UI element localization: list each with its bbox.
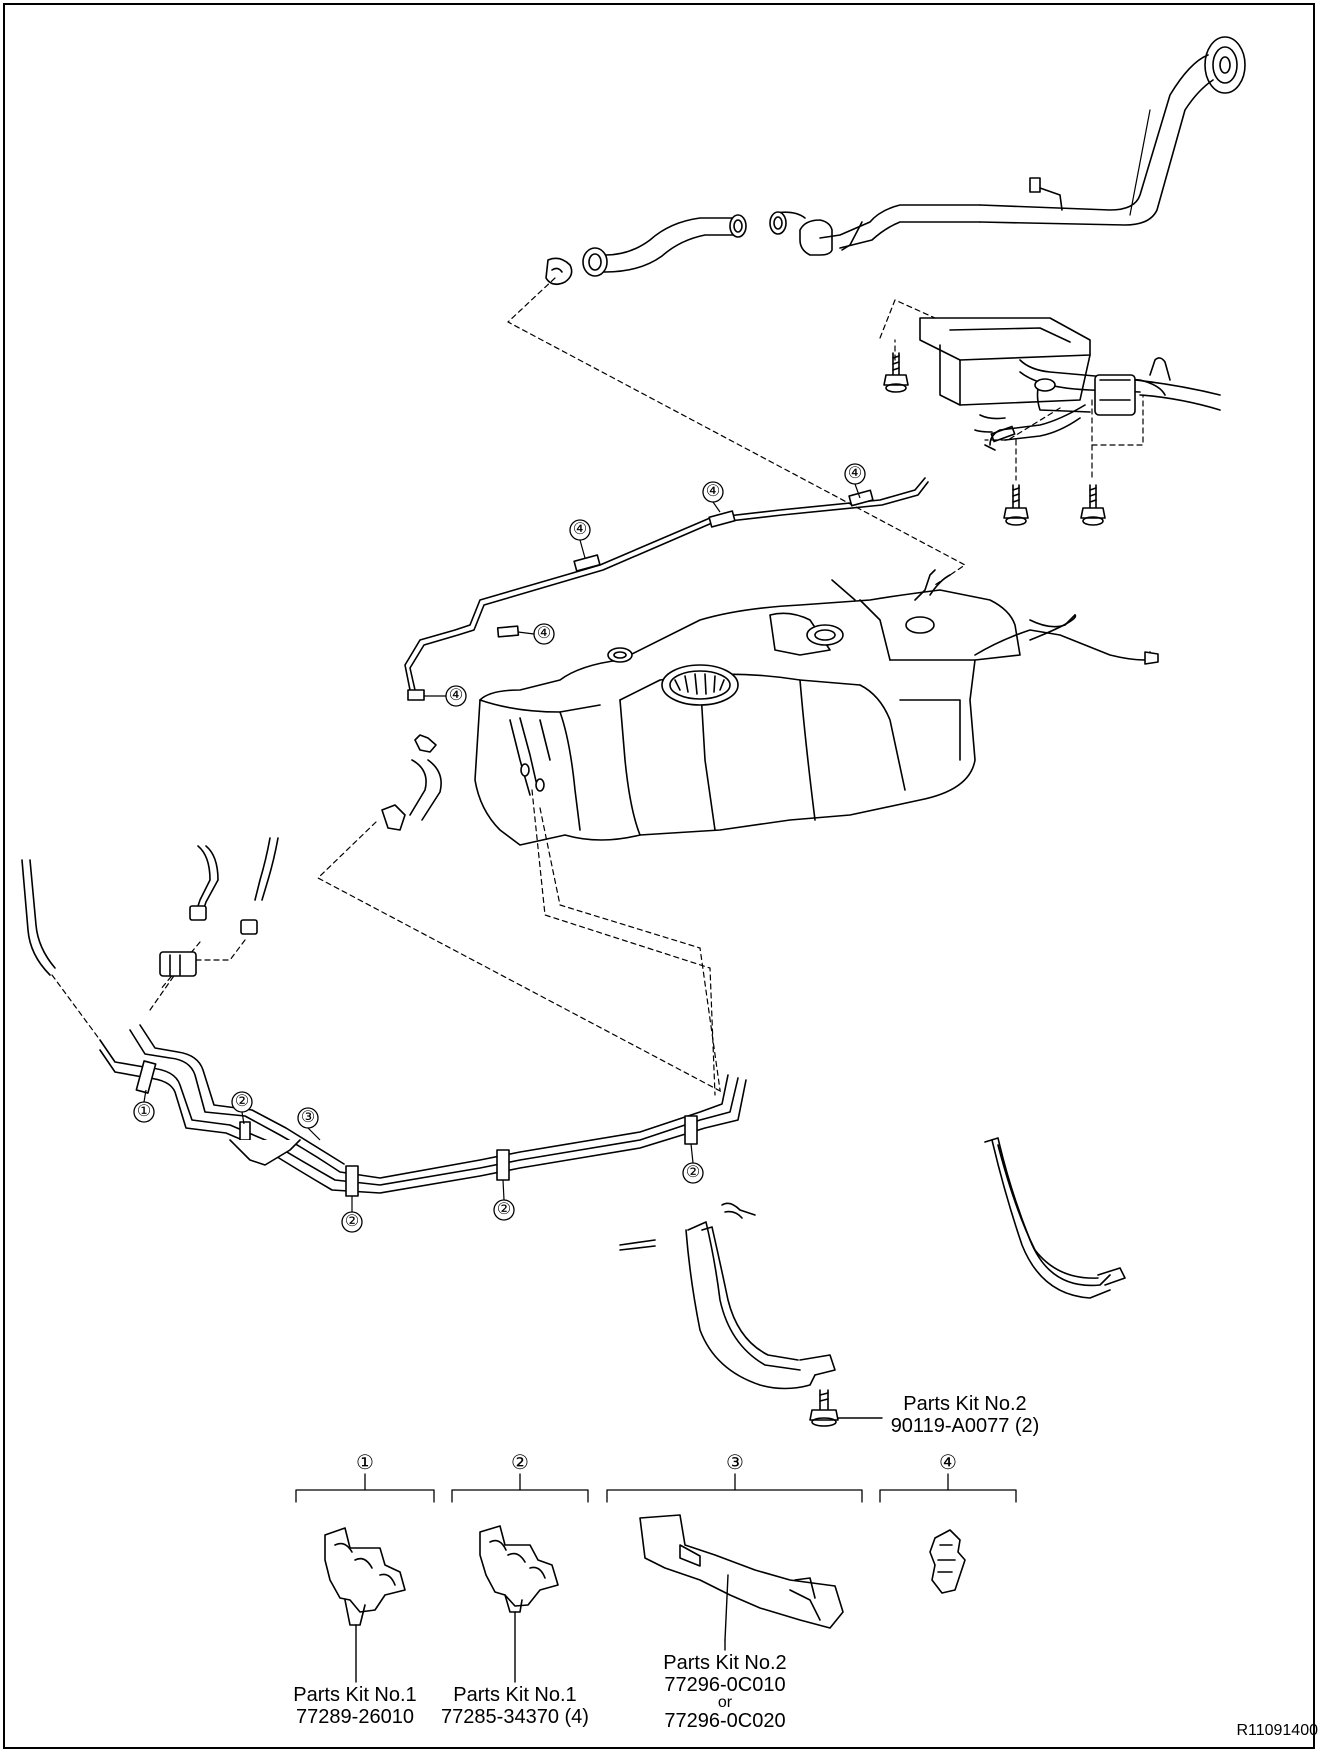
kit-3-label: Parts Kit No.2 77296-0C010 or 77296-0C02… (650, 1652, 800, 1732)
callout-4-b: ④ (705, 483, 721, 500)
kit-1-marker: ① (356, 1452, 374, 1474)
kit-3-or: or (717, 1694, 733, 1711)
kit-3-alt-part-number: 77296-0C020 (664, 1710, 786, 1732)
bolt-kit-name: Parts Kit No.2 (903, 1393, 1027, 1415)
vent-line (404, 477, 929, 701)
callout-3-line: ③ (300, 1109, 316, 1126)
callout-leaders (143, 483, 861, 1212)
charcoal-canister (919, 317, 1221, 451)
callout-4-a: ④ (847, 465, 863, 482)
kit-bracket-3 (639, 1514, 844, 1651)
kit-4-marker: ④ (939, 1452, 957, 1474)
callout-4-d: ④ (536, 625, 552, 642)
kit-1-part-number: 77289-26010 (296, 1706, 414, 1728)
canister-bolt-middle (1003, 484, 1029, 526)
callout-1-line: ① (136, 1103, 152, 1120)
kit-2-part-number: 77285-34370 (4) (441, 1706, 589, 1728)
callout-2-b: ② (344, 1213, 360, 1230)
callout-4-c: ④ (572, 521, 588, 538)
fuel-lines-rear (21, 837, 279, 977)
tank-strap-front (619, 1202, 836, 1390)
callout-2-a: ② (234, 1093, 250, 1110)
strap-bolt (809, 1389, 883, 1427)
callout-circles (133, 463, 866, 1233)
kit-1-name: Parts Kit No.1 (293, 1684, 417, 1706)
kit-3-marker: ③ (726, 1452, 744, 1474)
kit-clamp-1 (324, 1527, 406, 1683)
kit-clip-4 (929, 1529, 966, 1594)
kit-clamp-2 (479, 1525, 559, 1683)
fuel-hose (381, 734, 442, 831)
callout-4-e: ④ (448, 687, 464, 704)
tank-strap-rear (984, 1137, 1126, 1299)
fuel-line-bundle (99, 1024, 747, 1197)
kit-2-name: Parts Kit No.1 (453, 1684, 577, 1706)
fuel-tank (474, 569, 1159, 846)
kit-3-part-number: 77296-0C010 (664, 1674, 786, 1696)
bolt-kit-part-number: 90119-A0077 (2) (890, 1415, 1040, 1437)
figure-code: R11091400 (1236, 1722, 1318, 1739)
kit-2-label: Parts Kit No.1 77285-34370 (4) (435, 1684, 595, 1728)
fuel-filler-pipe (545, 36, 1246, 286)
callout-2-c: ② (496, 1201, 512, 1218)
kit-3-name: Parts Kit No.2 (663, 1652, 787, 1674)
kit-2-marker: ② (511, 1452, 529, 1474)
kit-1-label: Parts Kit No.1 77289-26010 (280, 1684, 430, 1728)
leader-lines (51, 277, 1144, 1096)
kit-brackets (295, 1473, 1017, 1503)
callout-2-d: ② (685, 1164, 701, 1181)
diagram-frame (3, 3, 1315, 1749)
canister-bolt-left (883, 352, 909, 393)
bolt-kit-label: Parts Kit No.2 90119-A0077 (2) (880, 1393, 1050, 1437)
canister-bolt-right (1080, 484, 1106, 526)
